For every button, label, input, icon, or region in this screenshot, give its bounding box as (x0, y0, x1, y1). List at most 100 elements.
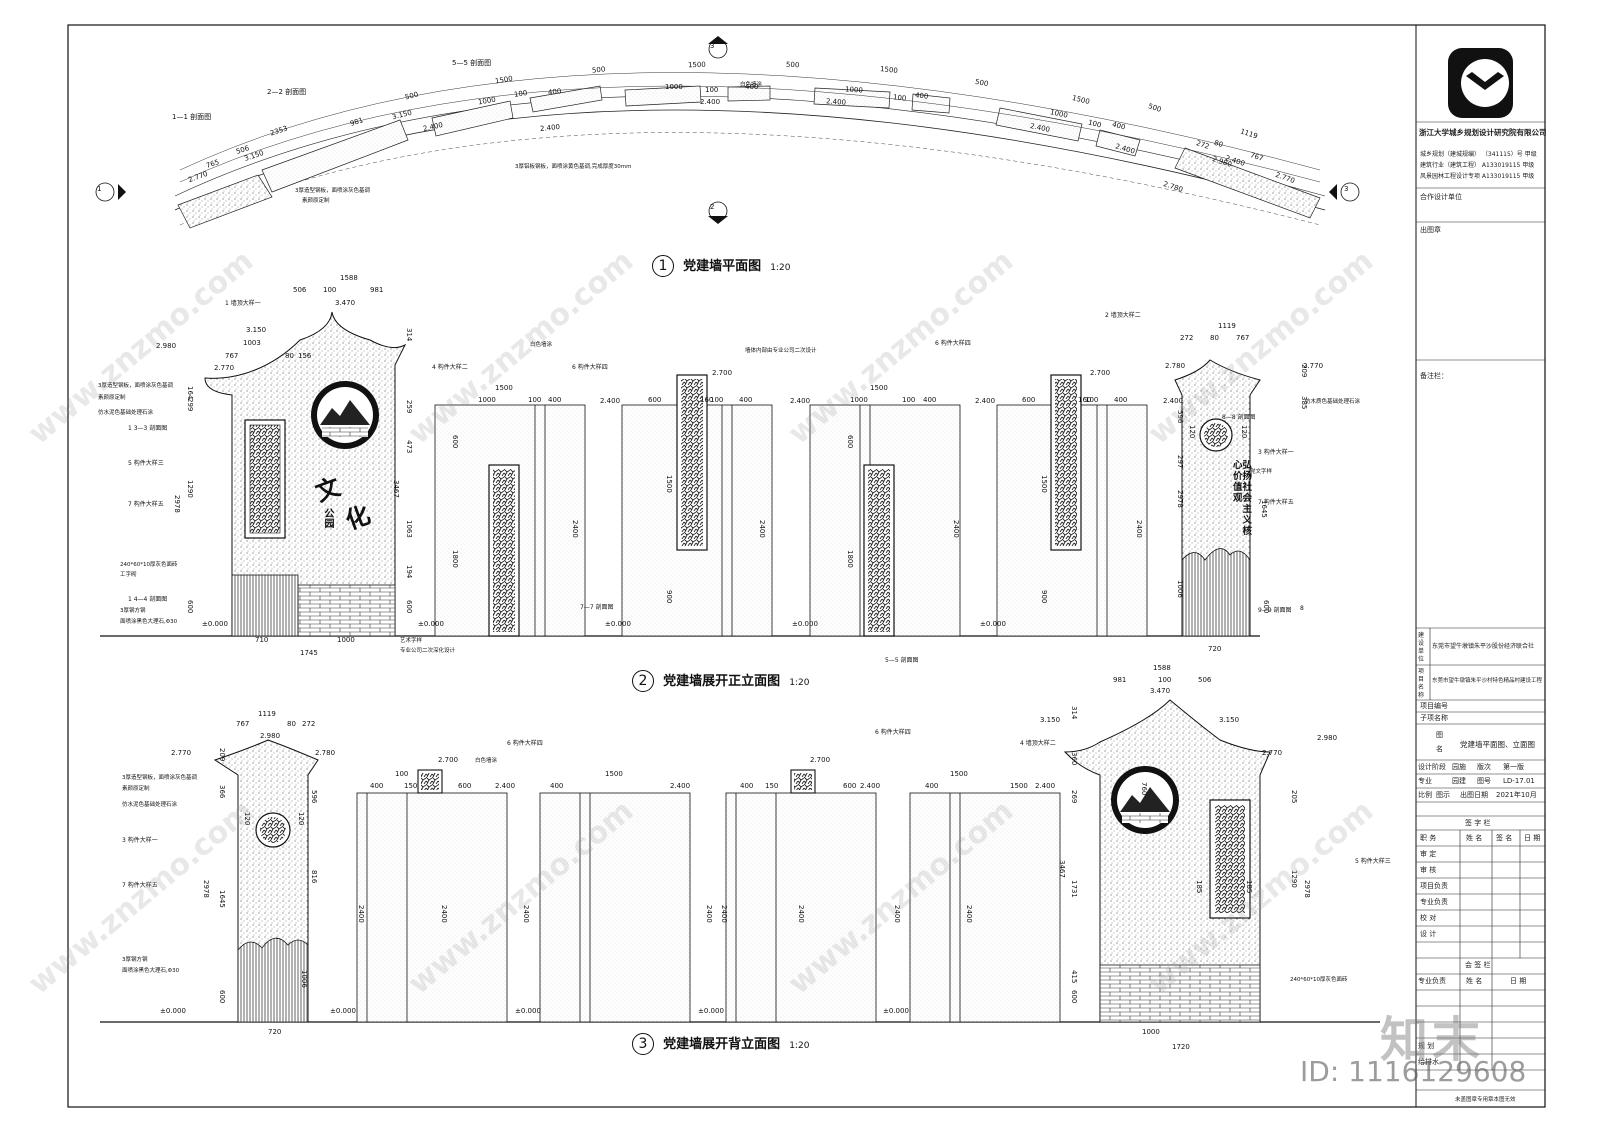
front-dim-vertical: 259 (405, 400, 413, 414)
back-dim-left: 816 (310, 870, 318, 884)
front-dim-panel: 100 (528, 396, 542, 404)
front-dim-panel: 400 (923, 396, 937, 404)
project-no-label: 项目编号 (1420, 702, 1448, 710)
plan-wall-segments (177, 85, 1321, 229)
back-dim-top: 2.980 (1317, 734, 1338, 742)
slogan-char: 会 (1242, 493, 1252, 504)
back-elevation-mark: ±0.000 (883, 1007, 909, 1015)
back-dim-right: 205 (1290, 790, 1298, 804)
front-note: 艺术字样 (400, 638, 423, 644)
front-left-pillar (204, 311, 407, 637)
front-dim-panel-vertical: 900 (1040, 590, 1048, 604)
drawing-no-value: LD-17.01 (1503, 777, 1535, 785)
back-callout: 3 构件大样一 (122, 837, 158, 844)
plan-elevation: 2.400 (825, 97, 847, 107)
front-elevation-mark: 2.400 (600, 397, 621, 405)
front-note: 党文字样 (1250, 469, 1273, 475)
front-callout: 7—7 剖面图 (580, 604, 614, 611)
company-qual-2: 建筑行业（建筑工程） A133019115 甲级 (1420, 162, 1535, 169)
version-label: 版次 (1477, 763, 1491, 771)
plan-note: 3厚造型钢板，面喷涂灰色基调 (295, 188, 371, 194)
company-qual-3: 风景园林工程设计专项 A133019115 甲级 (1420, 173, 1535, 180)
back-elevation-mark: ±0.000 (160, 1007, 186, 1015)
front-dim-vertical: 164 (186, 386, 194, 400)
plan-note: 白色墙涂 (740, 82, 763, 88)
plan-dim-top: 500 (785, 60, 800, 70)
front-dim-panel: 1000 (850, 396, 868, 404)
scale-value: 图示 (1436, 791, 1450, 799)
footer-note: 未盖图章专用章本图无效 (1455, 1097, 1516, 1103)
back-dim-top: 1588 (1153, 664, 1171, 672)
plan-callout: 1 (97, 185, 102, 193)
plan-note: 3厚铝板钢板，面喷涂黄色基调,完成厚度30mm (515, 164, 632, 170)
drawing-name-label: 图名 (1436, 731, 1443, 753)
front-note: 240*60*10厚灰色面砖 (120, 562, 178, 568)
back-dim-left: 366 (218, 785, 226, 799)
plan-dim-top: 1500 (687, 60, 706, 70)
back-title-text: 党建墙展开背立面图 (663, 1037, 781, 1052)
slogan-char: 扬 (1242, 471, 1252, 482)
front-elevation-mark: ±0.000 (202, 620, 228, 628)
front-callout: 7 构件大样五 (128, 501, 164, 508)
front-dim-top: 2.980 (156, 342, 177, 350)
back-dim-right: 314 (1070, 706, 1078, 720)
back-dim-panel: 1500 (950, 770, 968, 778)
front-dim-vertical: 473 (405, 440, 413, 454)
front-dim-right: 596 (1176, 410, 1184, 424)
plan-dim-inner: 400 (914, 91, 929, 101)
back-note: 素颜原定制 (122, 786, 150, 792)
plan-dim-top: 1500 (879, 65, 899, 75)
front-dim-panel-vertical: 600 (451, 435, 459, 449)
plan-dimension-lines (179, 72, 1321, 183)
front-dim-bottom: 720 (1208, 645, 1222, 653)
back-dim-panel: 1500 (1010, 782, 1028, 790)
front-dim-top: 981 (370, 286, 384, 294)
front-dim-vertical: 314 (405, 328, 413, 342)
front-title: 2 党建墙展开正立面图 1:20 (632, 670, 809, 692)
back-elevation-mark: 2.700 (810, 756, 831, 764)
slogan-char: 观 (1232, 493, 1243, 504)
front-note: 3厚钢方钢 (120, 608, 146, 614)
plan-note: 素颜原定制 (302, 198, 330, 204)
cooperate-label: 合作设计单位 (1420, 193, 1462, 201)
sign-role: 专业负责 (1420, 898, 1448, 906)
front-dim-panel: 400 (1114, 396, 1128, 404)
front-dim-vertical: 299 (186, 398, 194, 412)
back-elevation (100, 699, 1380, 1023)
plan-callout: 3 (710, 42, 715, 50)
back-dim-right: 600 (1070, 990, 1078, 1004)
front-callout: 2 墙顶大样二 (1105, 312, 1141, 319)
front-elevation-mark: 2.400 (790, 397, 811, 405)
front-dim-panel: 1000 (478, 396, 496, 404)
back-dim-right: 185 (1245, 880, 1253, 894)
back-dim-top: 981 (1113, 676, 1127, 684)
front-note: 面喷涂黑色大理石,Φ30 (120, 619, 178, 625)
slogan-char: 心 (1232, 460, 1243, 471)
plan-dim-top: 500 (591, 65, 606, 75)
front-dim-top: 2.770 (1303, 362, 1324, 370)
front-dim-top: 3.150 (246, 326, 267, 334)
plan-view (95, 36, 1360, 229)
front-title-number: 2 (632, 670, 654, 692)
front-dim-panel-vertical: 1800 (846, 550, 854, 568)
front-dim-top: 1003 (243, 339, 261, 347)
back-dim-top: 2.980 (260, 732, 281, 740)
back-elevation-mark: 2.400 (495, 782, 516, 790)
front-dim-right: 385 (1300, 396, 1308, 410)
back-dim-right: 415 (1070, 970, 1078, 984)
front-elevation-mark: ±0.000 (792, 620, 818, 628)
plan-callout: 3 (1344, 185, 1349, 193)
front-callout: 9—9 剖面图 (1258, 607, 1292, 614)
back-dim-left: 1006 (300, 970, 308, 988)
back-dim-left: 1645 (218, 890, 226, 908)
back-dim-top: 2.770 (1262, 749, 1283, 757)
front-dim-right: 209 (1300, 364, 1308, 378)
id-watermark: ID: 1116129608 (1300, 1055, 1527, 1088)
front-dim-top: 1119 (1218, 322, 1236, 330)
back-callout: 4 墙顶大样二 (1020, 740, 1056, 747)
front-note: 素颜原定制 (98, 395, 126, 401)
sign-role: 项目负责 (1420, 882, 1448, 890)
back-dim-top: 2.770 (171, 749, 192, 757)
title-block-grid (1416, 121, 1545, 1091)
project-name: 东莞市望牛墩镇朱平沙村特色精品村建设工程 (1432, 678, 1543, 684)
